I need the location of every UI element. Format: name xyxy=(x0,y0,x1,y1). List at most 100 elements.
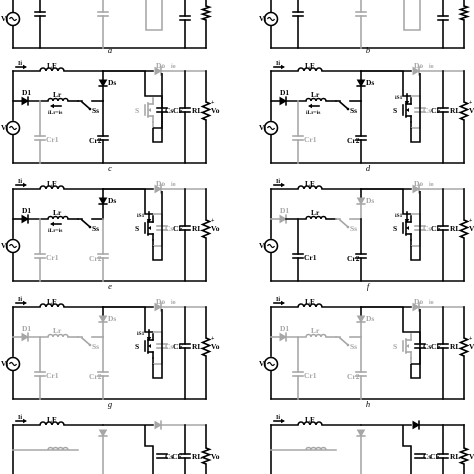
label-input-current: Ii xyxy=(276,61,280,67)
source-wave xyxy=(266,361,276,367)
input-current-arrow xyxy=(15,64,27,70)
label-resonant-current: iLr=is xyxy=(306,110,320,116)
resistor-zigzag xyxy=(457,5,471,21)
inductor-lf xyxy=(297,185,323,190)
label-input-current: Ii xyxy=(276,415,280,421)
inductor-lr xyxy=(47,333,69,338)
label-do: Do xyxy=(414,297,423,306)
label-d1: D1 xyxy=(280,206,289,215)
diode-triangle xyxy=(279,332,287,342)
diode-triangle xyxy=(412,66,420,76)
diode-ds xyxy=(356,315,366,323)
label-do: Do xyxy=(414,179,423,188)
label-s: S xyxy=(393,224,397,233)
label-io: io xyxy=(429,182,434,188)
label-vo: Vo xyxy=(211,342,220,351)
diode-triangle xyxy=(412,420,420,430)
cs-wire xyxy=(153,230,163,247)
label-vo: Vo xyxy=(469,452,474,461)
switch-ss xyxy=(80,100,92,111)
inductor-coil xyxy=(305,446,327,451)
cs-wire xyxy=(153,95,163,108)
label-s: S xyxy=(135,224,139,233)
diode-triangle xyxy=(154,420,162,430)
diode-d1 xyxy=(279,332,287,342)
label-ds: Ds xyxy=(366,196,374,205)
source-wave xyxy=(266,243,276,249)
switch-return xyxy=(410,191,421,261)
diode-d1 xyxy=(21,96,29,106)
switch-current-arrow xyxy=(404,211,410,223)
switch-feed xyxy=(144,425,154,474)
diode-triangle xyxy=(279,214,287,224)
inductor-coil xyxy=(47,215,69,220)
label-cs: Cs xyxy=(423,342,431,351)
label-input-current: Ii xyxy=(18,61,22,67)
label-source: Vi xyxy=(259,123,266,132)
inductor-lf xyxy=(39,421,65,426)
label-ss: Ss xyxy=(92,224,99,233)
label-cs: Cs xyxy=(165,342,173,351)
label-rl: RL xyxy=(192,224,202,233)
arrow-head xyxy=(281,182,285,188)
label-cs: Cs xyxy=(423,224,431,233)
label-input-current: Ii xyxy=(18,415,22,421)
label-resonant-current: iLr=is xyxy=(48,110,62,116)
input-current-arrow xyxy=(273,182,285,188)
label-ss: Ss xyxy=(350,342,357,351)
inductor-lf xyxy=(39,67,65,72)
circuit-panel-b: Vi b xyxy=(259,0,471,55)
arrow-head xyxy=(50,221,54,227)
label-ds: Ds xyxy=(366,78,374,87)
panel-caption: b xyxy=(366,45,370,55)
label-lf: LF xyxy=(305,179,315,188)
diode-ds xyxy=(98,197,108,205)
label-source: Vi xyxy=(259,14,266,23)
switch-ss xyxy=(338,336,350,347)
label-source: Vi xyxy=(1,359,8,368)
switch-s xyxy=(402,97,412,123)
diode-triangle xyxy=(279,96,287,106)
label-vo-plus: + xyxy=(211,336,215,342)
input-source xyxy=(5,120,21,136)
diode-do xyxy=(412,420,420,430)
panel-caption: e xyxy=(108,281,112,291)
diode-ds xyxy=(98,315,108,323)
label-d1: D1 xyxy=(280,88,289,97)
switch-return xyxy=(410,309,421,379)
switch-ss xyxy=(338,218,350,229)
label-lf: LF xyxy=(305,415,315,424)
label-input-current: Ii xyxy=(276,179,280,185)
label-cf: CF xyxy=(431,224,441,233)
inductor-coil xyxy=(297,303,323,308)
diode-ds xyxy=(356,197,366,205)
inductor-coil xyxy=(39,67,65,72)
arrow-head xyxy=(146,219,152,223)
label-cr2: Cr2 xyxy=(347,136,360,145)
input-source xyxy=(5,238,21,254)
label-source: Vi xyxy=(259,241,266,250)
switch-feed xyxy=(402,425,412,474)
label-lf: LF xyxy=(47,297,57,306)
label-d1: D1 xyxy=(22,206,31,215)
diode-d1 xyxy=(279,96,287,106)
label-switch-current: iS1 xyxy=(137,331,145,337)
label-cr1: Cr1 xyxy=(46,371,59,380)
switch-ss xyxy=(80,336,92,347)
resistor-zigzag xyxy=(200,101,212,121)
switch-feed xyxy=(402,71,411,97)
switch-return xyxy=(145,0,163,31)
inductor-lr xyxy=(47,446,69,451)
label-vo: Vo xyxy=(211,452,220,461)
cs-wire xyxy=(411,331,421,344)
resistor-rl xyxy=(458,101,470,121)
label-ss: Ss xyxy=(92,106,99,115)
diode-triangle xyxy=(356,429,366,437)
label-io: io xyxy=(171,182,176,188)
label-rl: RL xyxy=(450,224,460,233)
resistor-rl xyxy=(458,219,470,239)
label-do: Do xyxy=(156,297,165,306)
